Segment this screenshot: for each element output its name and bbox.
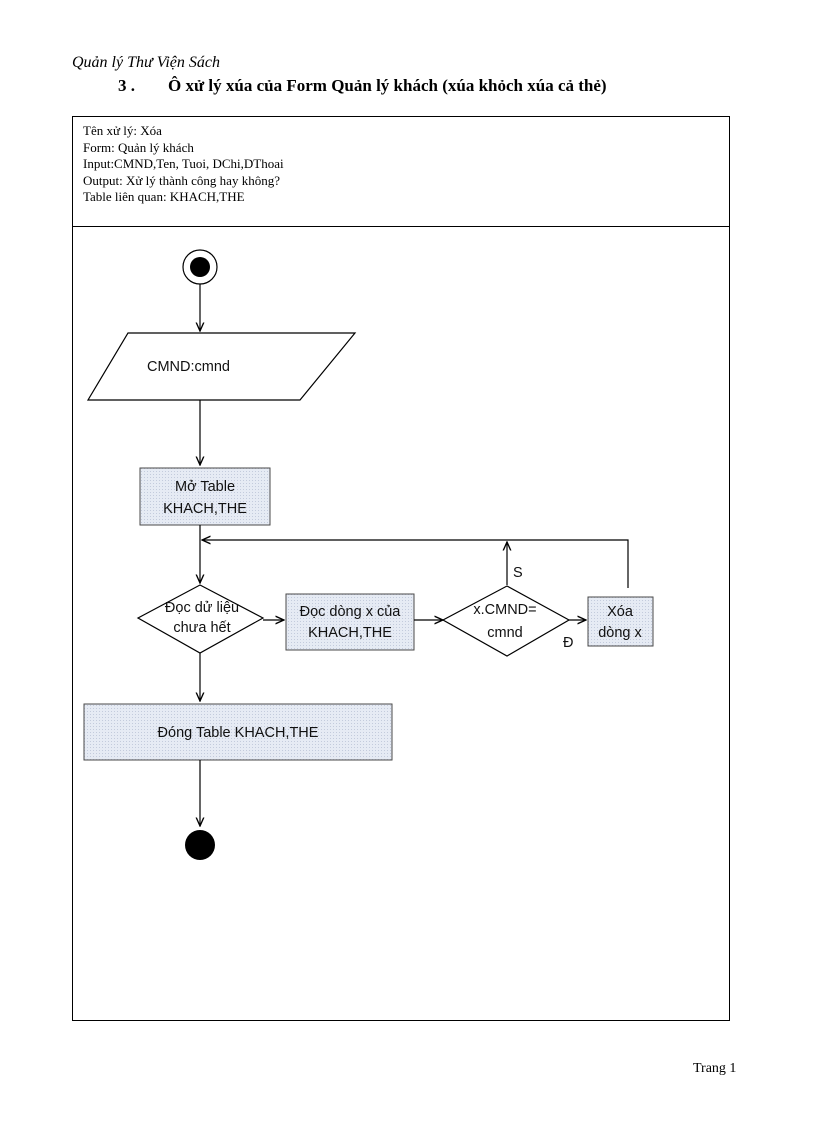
- label-true: Đ: [563, 635, 573, 651]
- input-node-text: CMND:cmnd: [147, 359, 230, 375]
- section-number: 3 .: [118, 76, 135, 95]
- section-title-text: Ô xử lý xúa của Form Quản lý khách (xúa …: [168, 76, 607, 95]
- open-table-line-1: Mở Table: [175, 479, 235, 495]
- compare-node: x.CMND= cmnd: [441, 585, 571, 657]
- loop-back-line: [202, 540, 629, 588]
- section-title: 3 . Ô xử lý xúa của Form Quản lý khách (x…: [118, 76, 607, 96]
- delete-row-node: Xóa dòng x: [587, 596, 654, 647]
- delete-row-line-2: dòng x: [598, 625, 642, 641]
- open-table-line-2: KHACH,THE: [163, 501, 247, 517]
- end-node: [185, 830, 215, 860]
- read-row-node: Đọc dòng x của KHACH,THE: [285, 593, 415, 651]
- read-row-line-1: Đọc dòng x của: [300, 604, 402, 620]
- process-info-panel: Tên xử lý: Xóa Form: Quản lý khách Input…: [73, 117, 729, 227]
- page-number: Trang 1: [693, 1061, 737, 1076]
- process-spec-box: Tên xử lý: Xóa Form: Quản lý khách Input…: [72, 116, 730, 1021]
- info-form: Form: Quản lý khách: [83, 139, 194, 155]
- compare-line-1: x.CMND=: [473, 602, 536, 618]
- info-output: Output: Xử lý thành công hay không?: [83, 172, 280, 188]
- input-node: CMND:cmnd: [86, 332, 357, 401]
- open-table-node: Mở Table KHACH,THE: [139, 467, 271, 526]
- delete-row-line-1: Xóa: [607, 604, 634, 620]
- info-related-tables: Table liên quan: KHACH,THE: [83, 189, 245, 204]
- close-table-text: Đóng Table KHACH,THE: [158, 725, 319, 741]
- compare-line-2: cmnd: [487, 625, 522, 641]
- read-row-line-2: KHACH,THE: [308, 625, 392, 641]
- info-process-name: Tên xử lý: Xóa: [83, 123, 162, 138]
- loop-condition-line-1: Đọc dử liệu: [165, 600, 239, 616]
- document-header-title: Quản lý Thư Viện Sách: [72, 54, 220, 71]
- close-table-node: Đóng Table KHACH,THE: [83, 703, 393, 761]
- loop-condition-line-2: chưa hết: [173, 620, 230, 636]
- label-false: S: [513, 565, 523, 581]
- loop-condition-node: Đọc dử liệu chưa hết: [136, 584, 265, 654]
- start-node: [182, 249, 218, 285]
- info-input: Input:CMND,Ten, Tuoi, DChi,DThoai: [83, 156, 284, 171]
